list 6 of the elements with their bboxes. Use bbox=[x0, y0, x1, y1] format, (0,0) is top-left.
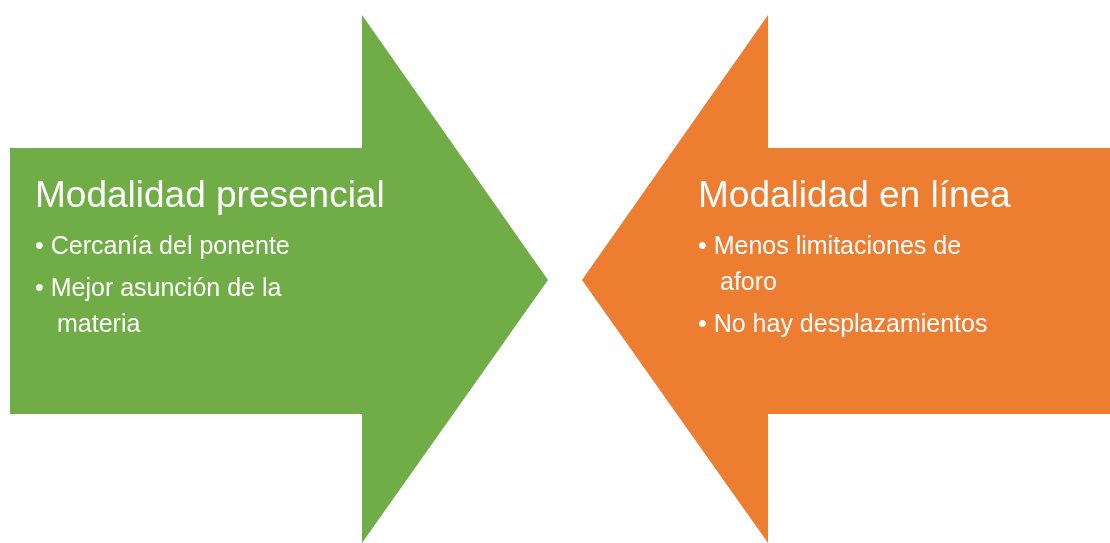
bullet-item: • Cercanía del ponente bbox=[35, 230, 291, 261]
heading: Modalidad en línea bbox=[698, 173, 1011, 217]
bullet-item: • Mejor asunción de la materia bbox=[35, 272, 283, 339]
heading: Modalidad presencial bbox=[35, 173, 385, 217]
bullet-item: • Menos limitaciones de aforo bbox=[698, 230, 963, 297]
bullet-item: • No hay desplazamientos bbox=[698, 308, 989, 339]
